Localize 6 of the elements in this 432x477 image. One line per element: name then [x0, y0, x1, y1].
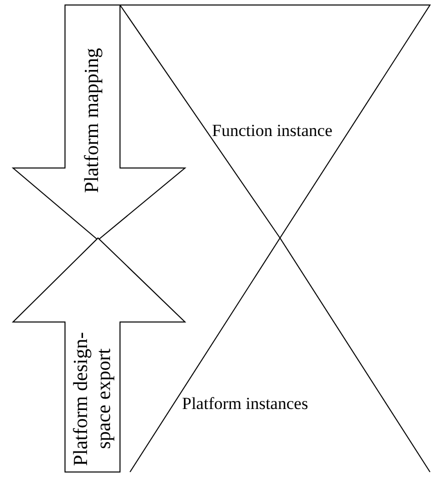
triangle-label: Platform instances [182, 394, 308, 414]
pointer-shape [13, 5, 185, 240]
shape-label: Platform design- space export [69, 331, 116, 468]
shape-label: Platform mapping [80, 47, 104, 195]
triangle-shape [120, 5, 430, 238]
triangle-label: Function instance [212, 121, 332, 141]
